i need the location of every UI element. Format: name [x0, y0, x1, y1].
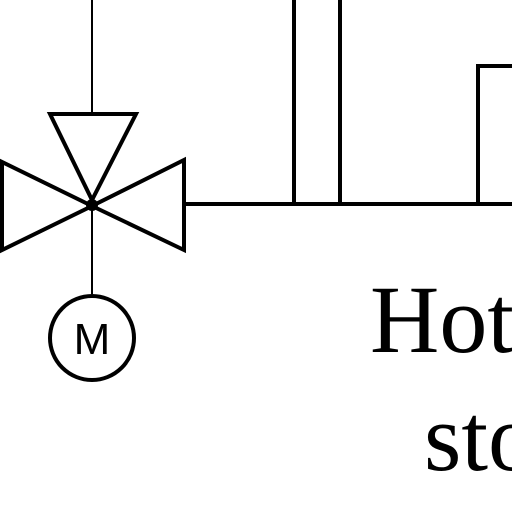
valve-center-dot — [86, 199, 98, 211]
tank-label-line-1: Hot — [370, 266, 512, 373]
motor-letter: M — [74, 315, 111, 364]
storage-tank-outline — [476, 64, 512, 204]
motor-actuator-icon: M — [48, 294, 136, 382]
motor-circle — [48, 294, 136, 382]
tank-label-line-2: sto — [424, 384, 512, 491]
valve-left-triangle — [0, 158, 97, 254]
valve-top-triangle — [46, 112, 140, 205]
